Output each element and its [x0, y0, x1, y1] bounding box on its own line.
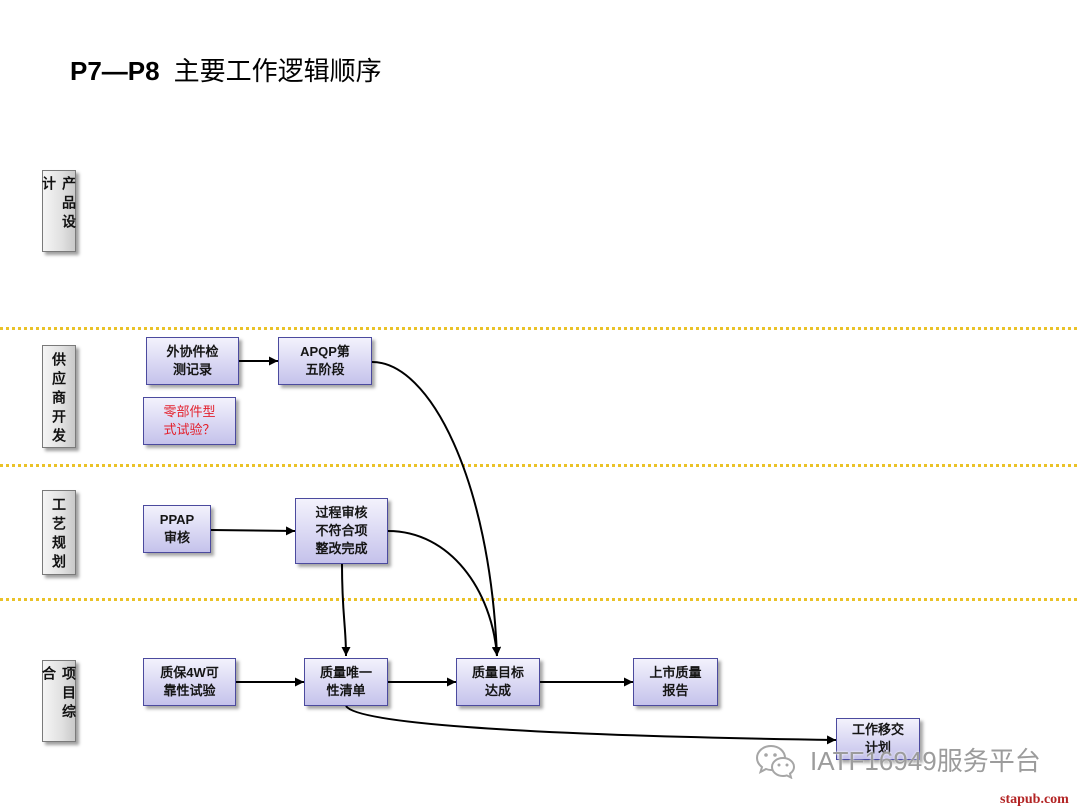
node-qa-4w-reliability-test: 质保4W可 靠性试验: [143, 658, 236, 706]
node-label-line: 质量目标: [471, 665, 524, 680]
node-ppap-review: PPAP 审核: [143, 505, 211, 553]
page-title: P7—P8 主要工作逻辑顺序: [70, 56, 382, 86]
lane-divider: [0, 598, 1080, 601]
lane-label-text: 工艺规划: [51, 497, 67, 573]
node-label-line: 五阶段: [305, 362, 345, 377]
lane-label-text: 产品设计: [41, 176, 77, 233]
wechat-icon: [755, 744, 796, 779]
node-apqp-phase-5: APQP第 五阶段: [278, 337, 372, 385]
node-label-line: 式试验？: [163, 422, 216, 437]
node-work-handover-plan: 工作移交 计划: [836, 718, 920, 760]
node-label-line: PPAP: [159, 512, 195, 527]
arrow-process-audit-to-uniqueness-list: [341, 563, 351, 657]
node-quality-target-achieved: 质量目标 达成: [456, 658, 540, 706]
node-label-line: 报告: [662, 683, 689, 698]
node-label-line: 零部件型: [163, 404, 216, 419]
node-process-audit-nc-closure: 过程审核 不符合项 整改完成: [295, 498, 388, 564]
node-label-line: 整改完成: [315, 541, 368, 556]
lane-label-text: 项目综合: [41, 666, 77, 723]
node-label-line: 计划: [864, 740, 891, 755]
title-code: P7—P8: [70, 56, 160, 86]
arrow-uniqueness-list-to-handover-plan: [345, 705, 837, 745]
lane-divider: [0, 464, 1080, 467]
title-text: 主要工作逻辑顺序: [173, 56, 382, 86]
node-label-line: APQP第: [300, 344, 350, 359]
node-quality-uniqueness-list: 质量唯一 性清单: [304, 658, 388, 706]
watermark-text: IATF16949服务平台: [810, 746, 1041, 776]
arrow-process-audit-to-quality-target: [387, 530, 501, 657]
lane-label-project-integration: 项目综合: [41, 660, 77, 742]
node-label-line: 过程审核: [315, 505, 368, 520]
lane-label-supplier-development: 供应商开发: [42, 345, 76, 448]
node-label-line: 不符合项: [315, 523, 368, 538]
node-part-type-test: 零部件型 式试验？: [143, 397, 236, 445]
lane-label-product-design: 产品设计: [41, 170, 77, 252]
node-label-line: 审核: [163, 530, 190, 545]
lane-label-process-planning: 工艺规划: [42, 490, 76, 575]
lane-label-text: 供应商开发: [51, 351, 67, 447]
arrow-ppap-to-process-audit: [210, 526, 296, 536]
node-label-line: 工作移交: [851, 722, 904, 737]
node-label-line: 靠性试验: [163, 683, 216, 698]
watermark: IATF16949服务平台: [755, 742, 1041, 780]
node-label-line: 质保4W可: [160, 665, 219, 680]
node-launch-quality-report: 上市质量 报告: [633, 658, 718, 706]
node-label-line: 上市质量: [649, 665, 702, 680]
site-credit: stapub.com: [1000, 792, 1069, 807]
node-label-line: 性清单: [326, 683, 366, 698]
node-outsourced-parts-inspection-record: 外协件检 测记录: [146, 337, 239, 385]
node-label-line: 达成: [484, 683, 511, 698]
node-label-line: 测记录: [172, 362, 212, 377]
node-label-line: 质量唯一: [319, 665, 372, 680]
arrow-apqp-to-quality-target: [371, 361, 502, 657]
node-label-line: 外协件检: [166, 344, 219, 359]
lane-divider: [0, 327, 1080, 330]
